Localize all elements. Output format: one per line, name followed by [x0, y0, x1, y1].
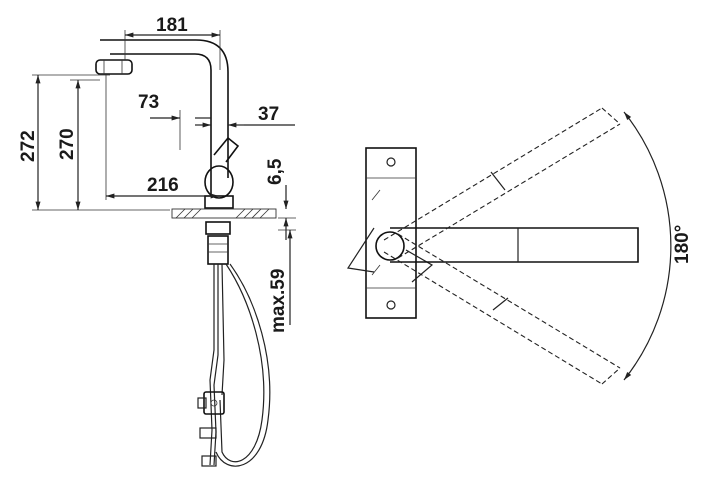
- dim-body-diameter: 37: [258, 104, 279, 125]
- dim-spout-height: 270: [57, 128, 78, 160]
- body-top: [375, 231, 405, 261]
- dim-aerator-offset: 73: [138, 92, 159, 113]
- dimension-lines: [32, 30, 296, 325]
- mounting-plate: [365, 147, 417, 319]
- bracket-right: [405, 249, 434, 283]
- dim-max-deck-thickness: max.59: [268, 269, 289, 333]
- swivel-angle-arc: [623, 111, 672, 381]
- spout-lower-position: [383, 233, 621, 385]
- bracket-left: [346, 227, 375, 273]
- counter-top-section: [171, 208, 277, 219]
- dim-spout-reach: 181: [156, 15, 188, 36]
- spout-upper-position: [383, 107, 621, 259]
- top-view: 180°: [346, 107, 693, 385]
- dim-base-thickness: 6,5: [265, 158, 286, 185]
- dim-lever-reach: 216: [147, 175, 179, 196]
- under-counter-hoses: [197, 221, 271, 467]
- dim-swivel-angle: 180°: [672, 225, 693, 264]
- faucet-side-profile: [95, 39, 240, 209]
- spout-center-position: [390, 227, 639, 263]
- dim-overall-height: 272: [18, 130, 39, 162]
- side-view: 181 272 270 73 37 216 6,5 max.59: [18, 15, 296, 467]
